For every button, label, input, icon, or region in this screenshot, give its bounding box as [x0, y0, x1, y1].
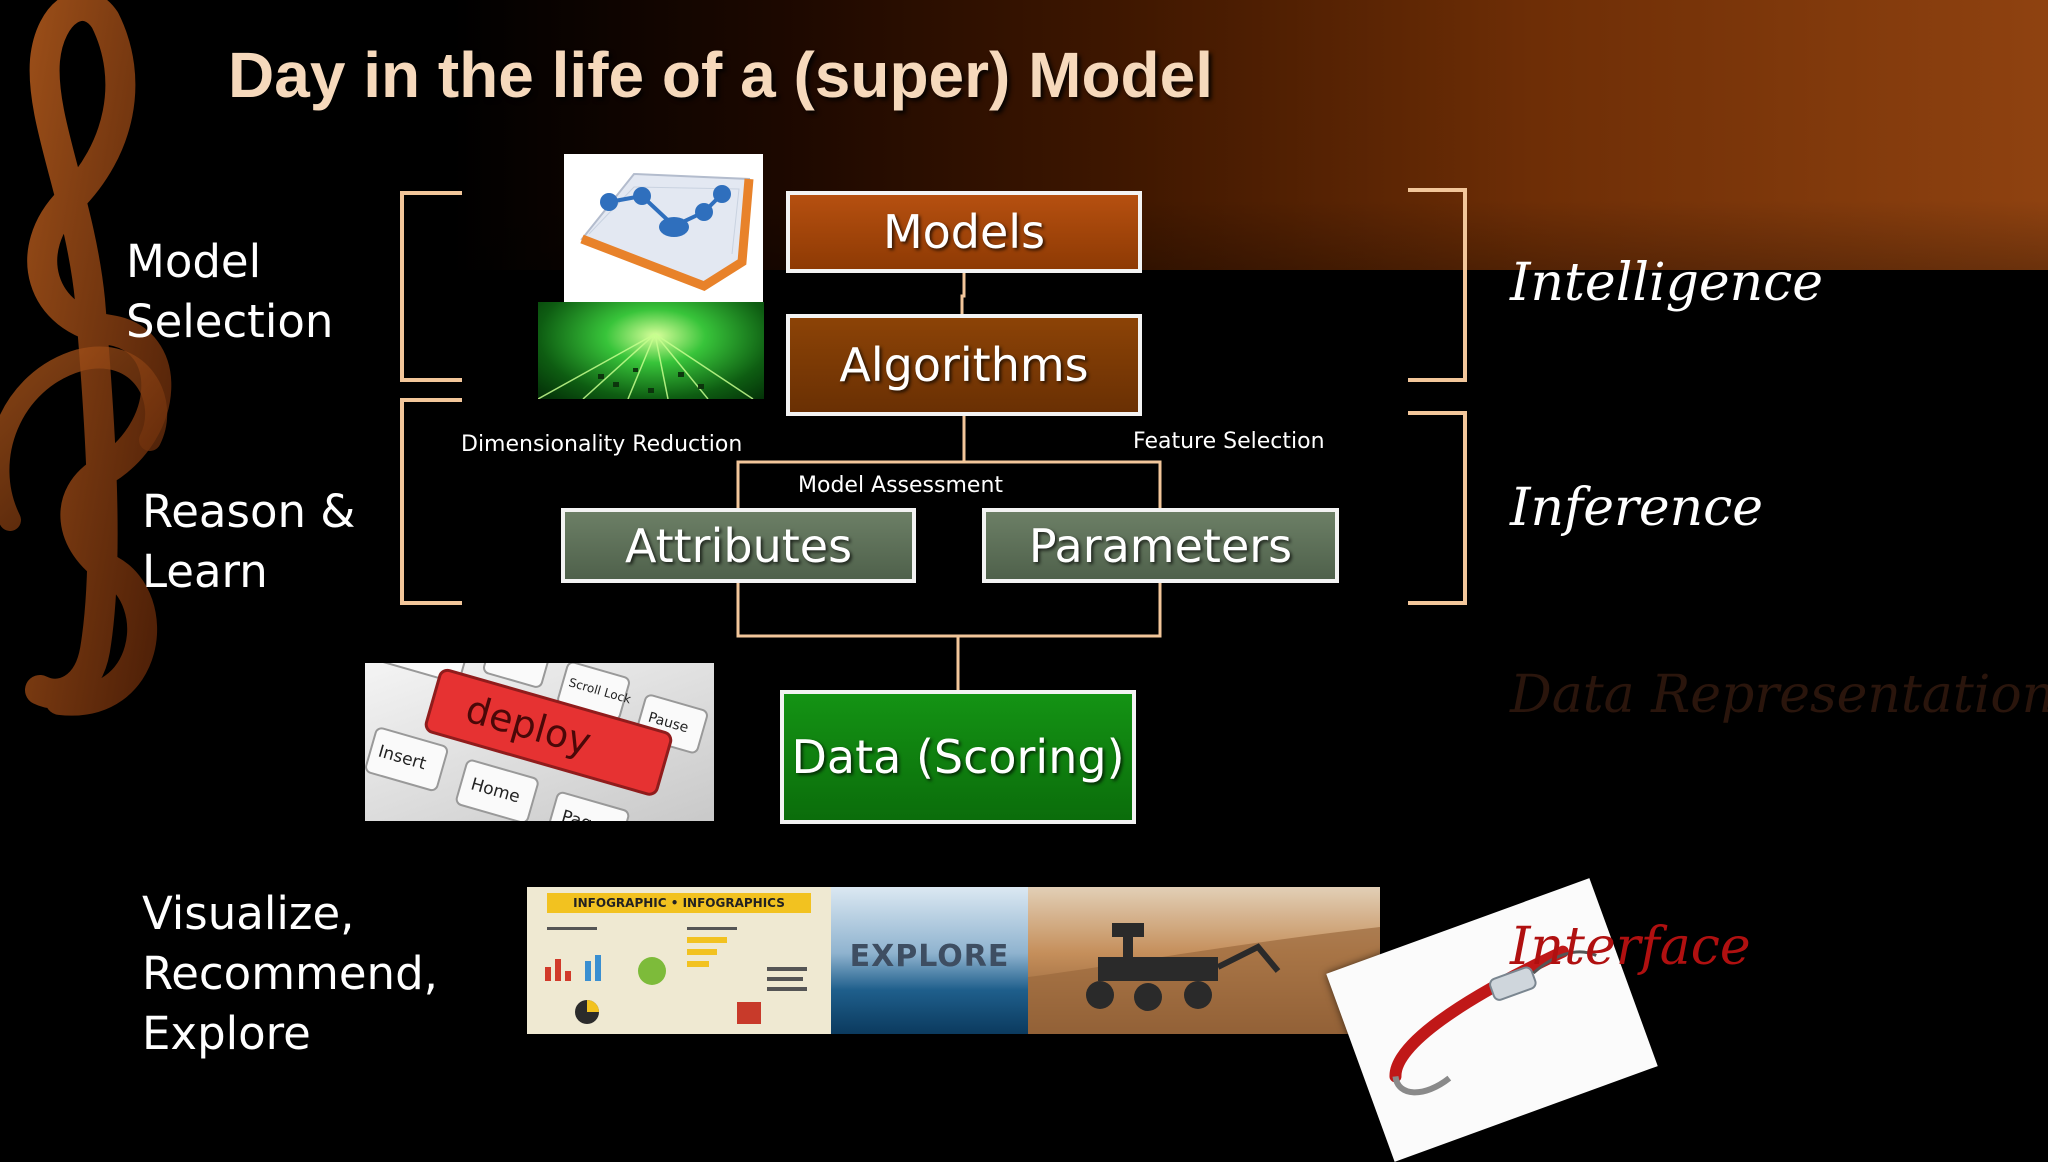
- bracket-intelligence: [1408, 188, 1467, 382]
- line-models-algorithms: [960, 273, 966, 314]
- label-line: Visualize,: [142, 887, 355, 940]
- label-line: Reason &: [142, 485, 356, 538]
- label-reason-learn: Reason & Learn: [142, 482, 355, 602]
- network-graph-icon: [580, 172, 754, 292]
- label-visualize: Visualize, Recommend, Explore: [142, 884, 438, 1064]
- line-attr-param-merge: [736, 583, 1162, 638]
- infographic-banner: INFOGRAPHIC • INFOGRAPHICS: [547, 893, 811, 913]
- keyboard-keys-icon: space Scroll Lock Pause deploy Insert Ho…: [365, 663, 708, 821]
- algorithms-box: Algorithms: [786, 314, 1142, 416]
- explore-text: EXPLORE: [849, 939, 1010, 974]
- data-scoring-box: Data (Scoring): [780, 690, 1136, 824]
- label-data-representation: Data Representation: [1510, 665, 2048, 725]
- bracket-reason-learn: [400, 398, 462, 605]
- feature-selection-label: Feature Selection: [1133, 429, 1325, 454]
- flow-lines: [736, 273, 1162, 690]
- right-brackets: [1408, 188, 1467, 605]
- label-interface: Interface: [1510, 917, 1751, 977]
- label-intelligence: Intelligence: [1510, 253, 1824, 313]
- model-assessment-label: Model Assessment: [798, 473, 1004, 498]
- left-brackets: [400, 191, 462, 605]
- bracket-model-selection: [400, 191, 462, 382]
- deploy-keyboard-image: space Scroll Lock Pause deploy Insert Ho…: [365, 663, 714, 821]
- glasses-icon: [1389, 945, 1597, 1096]
- network-diagram-image: [564, 154, 763, 302]
- parameters-box: Parameters: [982, 508, 1339, 583]
- slide-title: Day in the life of a (super) Model: [228, 39, 1213, 111]
- smart-glasses-image: [1326, 878, 1658, 1162]
- dimensionality-reduction-label: Dimensionality Reduction: [461, 432, 743, 457]
- mars-rover-image: [1028, 887, 1380, 1034]
- label-model-selection: Model Selection: [126, 232, 333, 352]
- label-inference: Inference: [1510, 478, 1764, 538]
- label-line: Recommend,: [142, 947, 438, 1000]
- label-line: Selection: [126, 295, 334, 348]
- label-line: Explore: [142, 1007, 311, 1060]
- models-box: Models: [786, 191, 1142, 273]
- attributes-box: Attributes: [561, 508, 916, 583]
- explore-image: EXPLORE: [831, 887, 1028, 1034]
- treble-clef-icon: [0, 0, 172, 716]
- label-line: Model: [126, 235, 262, 288]
- rover-icon: [1028, 923, 1380, 1034]
- label-line: Learn: [142, 545, 268, 598]
- infographic-image: INFOGRAPHIC • INFOGRAPHICS: [527, 887, 831, 1034]
- infographic-charts-icon: [545, 927, 807, 1024]
- tunnel-lines-icon: [538, 333, 754, 399]
- bracket-inference: [1408, 411, 1467, 605]
- line-split-attr-param: [736, 460, 1162, 508]
- matrix-tunnel-image: [538, 302, 764, 399]
